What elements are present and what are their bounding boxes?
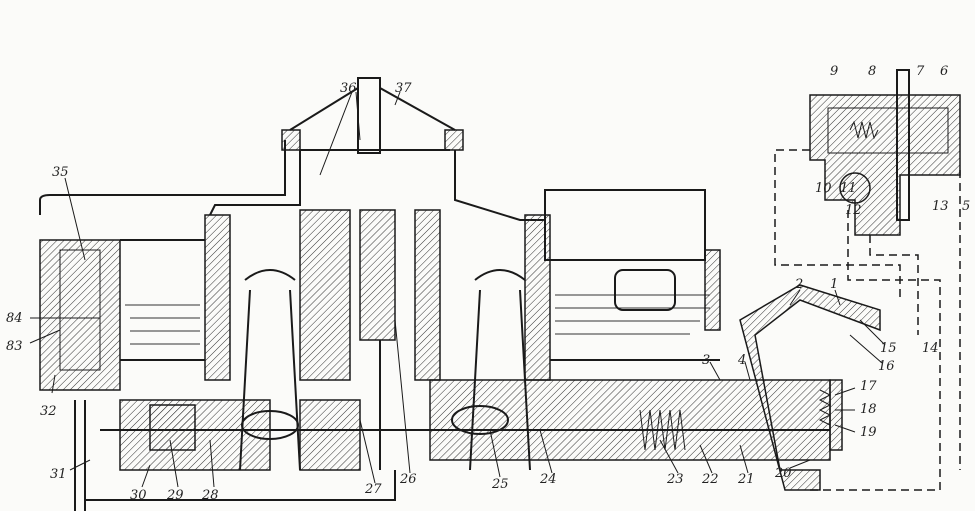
label-2: 2 [794, 277, 803, 292]
fuel-level [125, 294, 710, 345]
label-21: 21 [737, 472, 755, 487]
label-29: 29 [166, 488, 184, 503]
label-14: 14 [922, 341, 939, 356]
label-25: 25 [491, 477, 509, 492]
label-83: 83 [6, 339, 23, 354]
label-24: 24 [539, 472, 557, 487]
label-15: 15 [880, 341, 897, 356]
label-37: 37 [395, 81, 412, 96]
venturi-left [239, 269, 301, 471]
label-3: 3 [702, 353, 710, 368]
label-32: 32 [40, 404, 57, 419]
part-labels: 36 37 35 9 8 7 6 10 11 12 13 5 2 1 15 16… [6, 64, 970, 503]
float [614, 269, 676, 311]
label-22: 22 [701, 472, 719, 487]
label-30: 30 [130, 488, 147, 503]
label-17: 17 [860, 379, 877, 394]
label-28: 28 [201, 488, 219, 503]
throttle-right [451, 405, 509, 435]
label-6: 6 [940, 64, 948, 79]
label-12: 12 [845, 203, 862, 218]
governor-housing [809, 69, 961, 236]
label-10: 10 [815, 181, 832, 196]
vacuum-line [774, 149, 961, 491]
venturi-right [469, 269, 531, 471]
label-7: 7 [916, 64, 925, 79]
label-26: 26 [399, 472, 417, 487]
label-27: 27 [364, 482, 382, 497]
throttle-left [241, 410, 299, 440]
air-intake [281, 77, 464, 154]
label-18: 18 [860, 402, 877, 417]
label-31: 31 [50, 467, 67, 482]
label-8: 8 [868, 64, 876, 79]
label-11: 11 [840, 181, 857, 196]
label-84: 84 [6, 311, 23, 326]
fuel-line [39, 140, 545, 221]
label-35: 35 [52, 165, 69, 180]
label-23: 23 [666, 472, 684, 487]
label-20: 20 [774, 466, 792, 481]
leader-lines [29, 91, 886, 488]
label-5: 5 [962, 199, 970, 214]
label-9: 9 [830, 64, 838, 79]
label-19: 19 [860, 425, 877, 440]
label-13: 13 [932, 199, 949, 214]
label-16: 16 [878, 359, 895, 374]
label-4: 4 [737, 353, 746, 368]
carburetor-body [39, 189, 881, 511]
label-1: 1 [830, 277, 838, 292]
label-36: 36 [340, 81, 357, 96]
